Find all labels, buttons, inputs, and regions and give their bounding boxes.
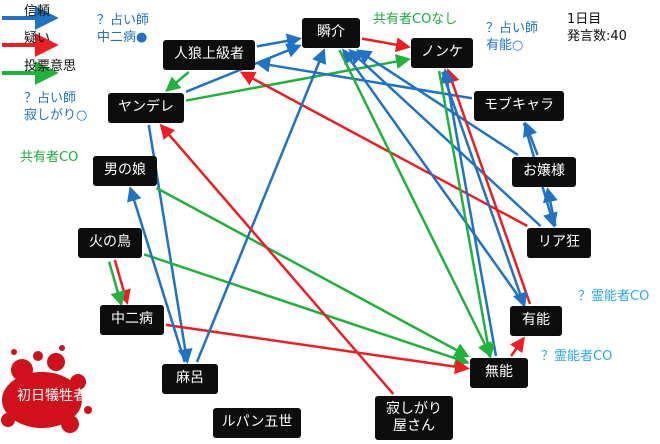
day-info: 1日目 発言数:40	[567, 11, 627, 45]
edge-trust-maro-to-shunsuke	[195, 48, 327, 363]
edge-trust-yuunou-to-shunsuke	[342, 48, 525, 305]
node-jinro[interactable]: 人狼上級者	[163, 40, 255, 70]
legend-trust-label: 信頼	[24, 4, 51, 19]
edge-trust-jinro-to-shunsuke	[256, 33, 302, 49]
edge-trust-riajuu-to-shunsuke	[348, 48, 542, 227]
blood-splatter-icon	[1, 345, 92, 433]
annotation-sharer-left: 共有者CO	[20, 150, 79, 165]
edge-doubt-munou-to-yuunou	[510, 336, 525, 357]
annotation-medium-2: ？霊能者CO	[541, 349, 613, 364]
legend-vote-label: 投票意思	[24, 59, 77, 74]
edge-trust-riajuu-to-ojousama	[542, 187, 558, 227]
annotation-fortune-right: ？占い師 有能○	[486, 21, 539, 53]
annotation-sharer-top: 共有者COなし	[373, 12, 458, 27]
edge-vote-hinotori-to-munou	[143, 253, 470, 366]
edge-vote-jinro-to-yandere	[165, 71, 190, 92]
annotation-medium-1: ？霊能者CO	[578, 289, 650, 304]
legend-doubt-label: 疑い	[24, 31, 51, 46]
node-maro[interactable]: 麻呂	[162, 364, 218, 394]
node-otokonoko[interactable]: 男の娘	[93, 156, 157, 186]
edge-doubt-hinotori-to-chuunibyou	[113, 259, 131, 305]
node-munou[interactable]: 無能	[470, 358, 528, 388]
node-ojousama[interactable]: お嬢様	[512, 157, 576, 187]
node-riajuu[interactable]: リア狂	[527, 228, 591, 258]
edge-vote-yandere-to-nonke	[185, 54, 411, 102]
edge-vote-hinotori-to-chuunibyou	[107, 261, 126, 307]
speech-count: 発言数:40	[567, 29, 627, 44]
node-mobchara[interactable]: モブキャラ	[474, 91, 564, 121]
node-lupin[interactable]: ルパン五世	[213, 408, 301, 438]
node-hinotori[interactable]: 火の鳥	[78, 228, 142, 258]
annotation-fortune-top: ？占い師 中二病●	[97, 13, 150, 45]
victim-label: 初日犠牲者	[17, 388, 87, 405]
edge-trust-nonke-to-yuunou	[441, 71, 528, 308]
edge-trust-ojousama-to-mobchara	[523, 121, 539, 156]
edge-vote-nonke-to-munou	[437, 70, 496, 360]
edge-trust-maro-to-otokonoko	[127, 186, 186, 363]
node-yandere[interactable]: ヤンデレ	[108, 93, 184, 123]
edge-trust-munou-to-nonke	[439, 68, 498, 357]
edge-doubt-yuunou-to-nonke	[445, 68, 532, 305]
annotation-fortune-left: ？占い師 寂しがり○	[24, 91, 88, 123]
node-victim[interactable]: 初日犠牲者	[4, 382, 100, 412]
edge-vote-shunsuke-to-munou	[338, 49, 492, 358]
day-label: 1日目	[567, 12, 602, 27]
edge-doubt-riajuu-to-jinro	[239, 71, 528, 228]
node-shunsuke[interactable]: 瞬介	[302, 18, 360, 48]
edge-doubt-sabishigari-to-yandere	[159, 123, 395, 395]
node-yuunou[interactable]: 有能	[510, 306, 562, 336]
node-sabishigari-line2: 屋さん	[393, 418, 435, 434]
edge-doubt-shunsuke-to-nonke	[361, 37, 411, 53]
edge-trust-ojousama-to-shunsuke	[356, 49, 519, 157]
edge-doubt-chuunibyou-to-munou	[165, 323, 470, 375]
edge-vote-otokonoko-to-munou	[155, 186, 470, 358]
node-chuunibyou[interactable]: 中二病	[100, 305, 164, 335]
node-sabishigari[interactable]: 寂しがり 屋さん	[375, 396, 453, 440]
node-nonke[interactable]: ノンケ	[411, 38, 473, 68]
node-sabishigari-line1: 寂しがり	[386, 400, 442, 417]
